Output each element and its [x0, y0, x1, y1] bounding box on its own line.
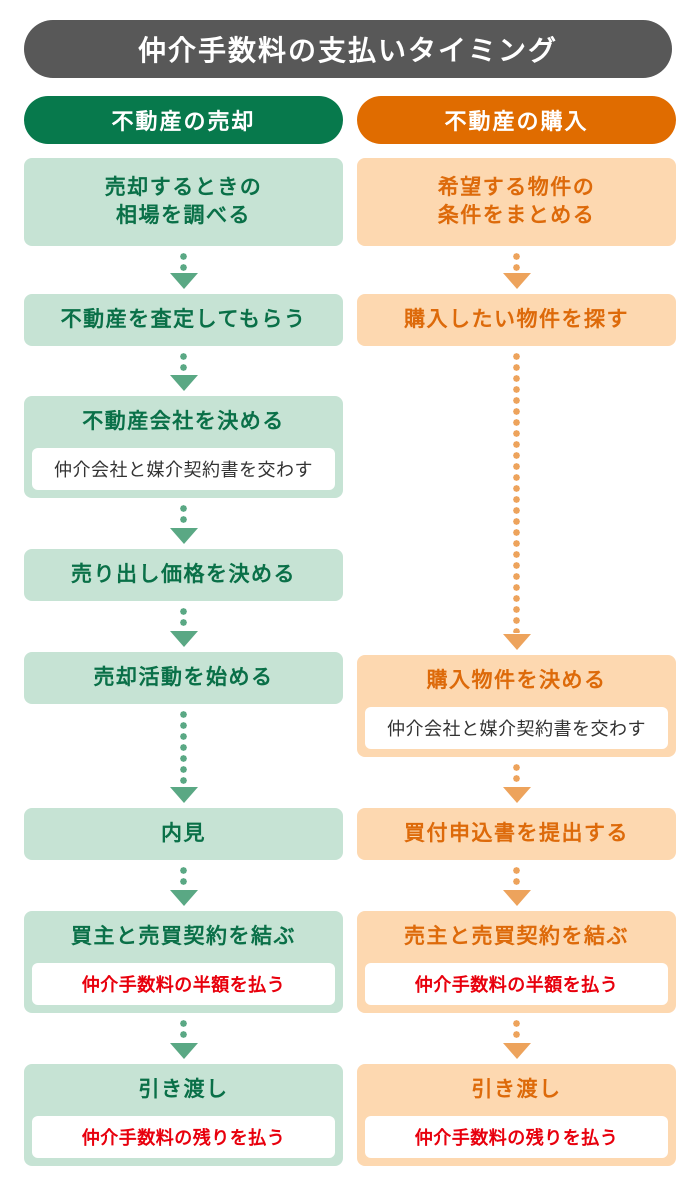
fee-payment-note: 仲介手数料の残りを払う — [32, 1116, 335, 1158]
step-label: 不動産会社を決める — [82, 409, 285, 433]
flow-arrow-buy-4 — [502, 865, 531, 906]
flow-arrow-sell-5 — [169, 709, 198, 803]
chart-title: 仲介手数料の支払いタイミング — [137, 35, 558, 66]
step-label: 購入したい物件を探す — [404, 307, 629, 331]
arrow-dotted-line — [513, 865, 520, 889]
column-header-sell: 不動産の売却 — [24, 96, 343, 144]
arrow-head-icon — [169, 1043, 198, 1059]
step-box-buy-5[interactable]: 売主と売買契約を結ぶ仲介手数料の半額を払う — [357, 911, 676, 1013]
step-label: 内見 — [161, 821, 206, 845]
arrow-dotted-line — [180, 503, 187, 527]
step-box-buy-1[interactable]: 希望する物件の条件をまとめる — [357, 158, 676, 246]
flow-arrow-sell-4 — [169, 606, 198, 647]
arrow-dotted-line — [513, 251, 520, 272]
step-box-sell-7[interactable]: 買主と売買契約を結ぶ仲介手数料の半額を払う — [24, 911, 343, 1013]
step-box-sell-4[interactable]: 売り出し価格を決める — [24, 549, 343, 601]
step-label: 不動産を査定してもらう — [60, 307, 307, 331]
column-sell: 売却するときの相場を調べる不動産を査定してもらう不動産会社を決める仲介会社と媒介… — [24, 0, 343, 1200]
step-box-buy-6[interactable]: 引き渡し仲介手数料の残りを払う — [357, 1064, 676, 1166]
arrow-head-icon — [169, 787, 198, 803]
step-label: 購入物件を決める — [426, 668, 607, 692]
arrow-dotted-line — [513, 351, 520, 633]
fee-payment-note: 仲介手数料の半額を払う — [365, 963, 668, 1005]
step-label: 引き渡し — [138, 1077, 229, 1101]
arrow-head-icon — [502, 634, 531, 650]
arrow-head-icon — [502, 1043, 531, 1059]
step-label: 売却活動を始める — [93, 665, 274, 689]
arrow-head-icon — [502, 787, 531, 803]
step-box-sell-6[interactable]: 内見 — [24, 808, 343, 860]
step-box-sell-1[interactable]: 売却するときの相場を調べる — [24, 158, 343, 246]
step-label: 売主と売買契約を結ぶ — [404, 924, 629, 948]
arrow-head-icon — [169, 890, 198, 906]
arrow-head-icon — [169, 273, 198, 289]
arrow-dotted-line — [513, 762, 520, 786]
arrow-dotted-line — [513, 1018, 520, 1042]
step-note: 仲介会社と媒介契約書を交わす — [365, 707, 668, 749]
step-box-sell-2[interactable]: 不動産を査定してもらう — [24, 294, 343, 346]
flow-arrow-sell-2 — [169, 351, 198, 391]
flow-arrow-buy-2 — [502, 351, 531, 650]
arrow-dotted-line — [180, 606, 187, 630]
fee-payment-note: 仲介手数料の残りを払う — [365, 1116, 668, 1158]
step-label: 希望する物件の条件をまとめる — [437, 175, 596, 227]
step-box-sell-8[interactable]: 引き渡し仲介手数料の残りを払う — [24, 1064, 343, 1166]
step-label: 売却するときの相場を調べる — [104, 175, 263, 227]
column-header-buy: 不動産の購入 — [357, 96, 676, 144]
column-buy: 希望する物件の条件をまとめる購入したい物件を探す購入物件を決める仲介会社と媒介契… — [357, 0, 676, 1200]
step-box-sell-5[interactable]: 売却活動を始める — [24, 652, 343, 704]
flow-arrow-sell-3 — [169, 503, 198, 544]
column-header-sell-label: 不動産の売却 — [111, 109, 256, 134]
arrow-dotted-line — [180, 251, 187, 272]
step-label: 引き渡し — [471, 1077, 562, 1101]
arrow-dotted-line — [180, 709, 187, 786]
flow-arrow-buy-3 — [502, 762, 531, 803]
column-header-buy-label: 不動産の購入 — [444, 109, 589, 134]
step-box-sell-3[interactable]: 不動産会社を決める仲介会社と媒介契約書を交わす — [24, 396, 343, 498]
arrow-head-icon — [169, 631, 198, 647]
arrow-head-icon — [169, 528, 198, 544]
flow-arrow-sell-7 — [169, 1018, 198, 1059]
step-label: 売り出し価格を決める — [71, 562, 296, 586]
flow-arrow-buy-5 — [502, 1018, 531, 1059]
arrow-head-icon — [502, 273, 531, 289]
arrow-head-icon — [169, 375, 198, 391]
step-label: 買主と売買契約を結ぶ — [71, 924, 296, 948]
step-note: 仲介会社と媒介契約書を交わす — [32, 448, 335, 490]
step-label: 買付申込書を提出する — [404, 821, 629, 845]
flow-arrow-buy-1 — [502, 251, 531, 289]
step-box-buy-3[interactable]: 購入物件を決める仲介会社と媒介契約書を交わす — [357, 655, 676, 757]
flow-arrow-sell-1 — [169, 251, 198, 289]
step-box-buy-4[interactable]: 買付申込書を提出する — [357, 808, 676, 860]
arrow-dotted-line — [180, 351, 187, 374]
arrow-head-icon — [502, 890, 531, 906]
fee-payment-note: 仲介手数料の半額を払う — [32, 963, 335, 1005]
arrow-dotted-line — [180, 1018, 187, 1042]
chart-title-bar: 仲介手数料の支払いタイミング — [24, 20, 672, 78]
flow-arrow-sell-6 — [169, 865, 198, 906]
arrow-dotted-line — [180, 865, 187, 889]
step-box-buy-2[interactable]: 購入したい物件を探す — [357, 294, 676, 346]
